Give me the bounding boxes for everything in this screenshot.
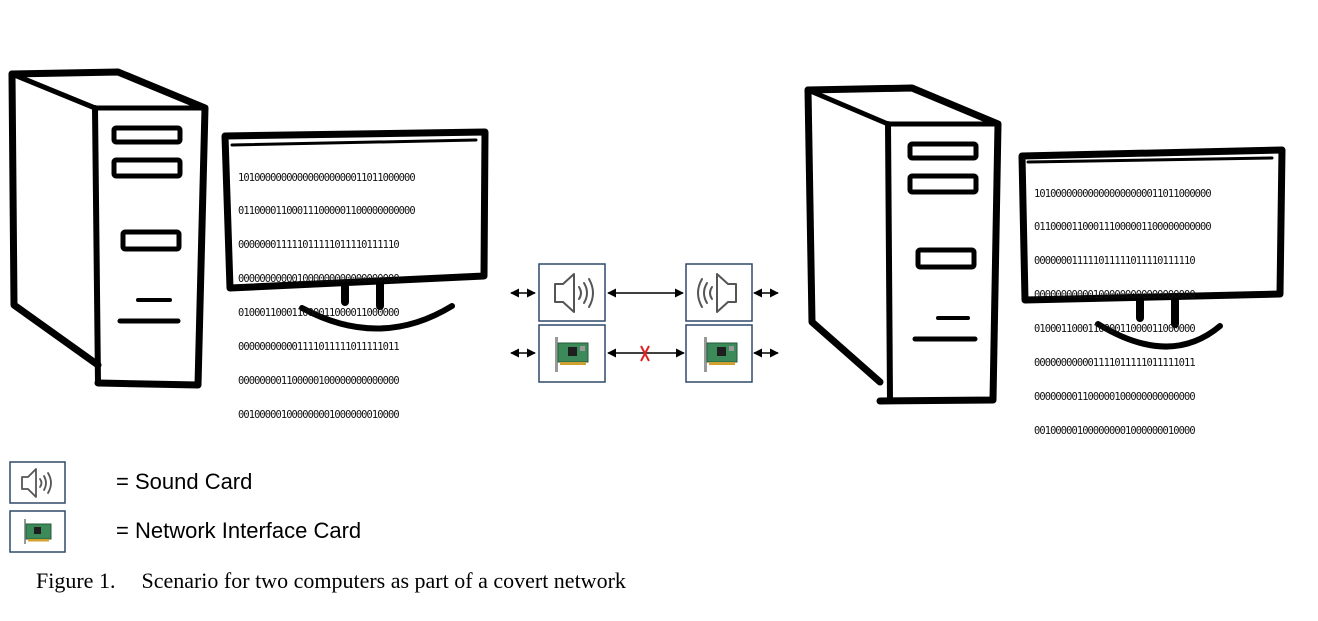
screen-line: 001000001000000001000000010000 [1034, 424, 1196, 437]
screen-line: 000000001100000100000000000000 [238, 374, 400, 387]
screen-line: 000000000001000000000000000000 [238, 273, 400, 286]
sound-card-right-box [685, 263, 753, 322]
screen-line: 101000000000000000000011011000000 [238, 171, 416, 184]
screen-line: 000000011111011111011110111110 [1034, 255, 1196, 268]
legend-sound-card-box [9, 461, 66, 504]
screen-line: 010001100011000011000011000000 [1034, 323, 1196, 336]
screen-line: 000000001100000100000000000000 [1034, 390, 1196, 403]
network-card-icon [555, 337, 589, 372]
legend-sound-card-label: = Sound Card [116, 469, 253, 494]
left-computer-tower [8, 68, 209, 389]
screen-line: 000000000001111011111011111011 [238, 341, 400, 354]
screen-line: 000000011111011111011110111110 [238, 239, 400, 252]
left-computer-monitor [221, 128, 489, 332]
network-card-icon [704, 337, 738, 372]
figure-number: Figure 1. [36, 568, 116, 593]
speaker-icon [554, 273, 594, 313]
sound-card-left-box [538, 263, 606, 322]
network-card-icon [24, 519, 52, 544]
screen-line: 000000000001000000000000000000 [1034, 289, 1196, 302]
legend-nic-label: = Network Interface Card [116, 518, 362, 543]
right-screen-binary: 101000000000000000000011011000000 011000… [1034, 166, 1212, 448]
figure-caption: Figure 1. Scenario for two computers as p… [36, 568, 626, 594]
figure-caption-text: Scenario for two computers as part of a … [141, 568, 626, 593]
left-screen-binary: 101000000000000000000011011000000 011000… [238, 150, 416, 432]
right-computer-tower [804, 84, 1002, 405]
screen-line: 010001100011000011000011000000 [238, 307, 400, 320]
speaker-icon [697, 273, 737, 313]
screen-line: 011000011000111000001100000000000 [1034, 221, 1212, 234]
screen-line: 000000000001111011111011111011 [1034, 357, 1196, 370]
screen-line: 011000011000111000001100000000000 [238, 205, 416, 218]
right-computer-monitor [1018, 146, 1286, 350]
blocked-link-marker [640, 345, 650, 362]
speaker-icon [21, 468, 52, 498]
screen-line: 001000001000000001000000010000 [238, 408, 400, 421]
screen-line: 101000000000000000000011011000000 [1034, 187, 1212, 200]
